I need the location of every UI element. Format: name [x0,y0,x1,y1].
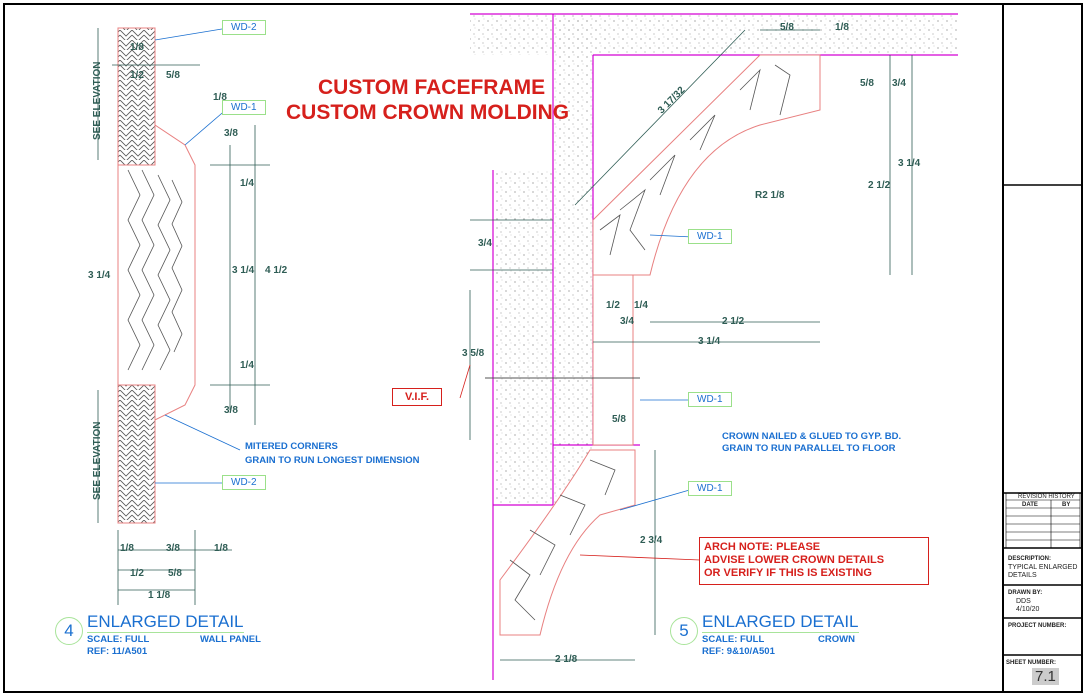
dim: 1/8 [213,92,227,103]
dim: 3 1/4 [232,265,255,276]
dim: 1/8 [130,42,144,53]
dim: 3/8 [224,405,238,416]
drawn-date: 4/10/20 [1016,606,1040,613]
tag-wd1: WD-1 [222,100,266,115]
dim: 5/8 [166,70,180,81]
dim: 4 1/2 [265,265,288,276]
tag-wd1-upper: WD-1 [688,229,732,244]
dim: 5/8 [860,78,874,89]
mitered-note-1: MITERED CORNERS [245,441,338,452]
description-value: TYPICAL ENLARGED DETAILS [1008,564,1078,579]
revision-history-label: REVISION HISTORY [1018,494,1075,500]
detail-5-scale: SCALE: FULL [702,634,765,645]
dim: 1/2 [130,568,144,579]
dim: 5/8 [780,22,794,33]
dim: 2 1/2 [868,180,891,191]
dim: 1/2 [130,70,144,81]
dim: 1/8 [214,543,228,554]
title-line-2: CUSTOM CROWN MOLDING [286,101,570,124]
crown-note-1: CROWN NAILED & GLUED TO GYP. BD. [722,431,902,442]
dim: R2 1/8 [755,190,785,201]
detail-5-ref: REF: 9&10/A501 [702,646,775,657]
arch-note-box: ARCH NOTE: PLEASE ADVISE LOWER CROWN DET… [699,537,929,585]
arch-note-2: ADVISE LOWER CROWN DETAILS [704,554,885,566]
mitered-note-2: GRAIN TO RUN LONGEST DIMENSION [245,455,420,466]
detail-4-scale: SCALE: FULL [87,634,150,645]
dim: 5/8 [168,568,182,579]
revision-date-header: DATE [1022,502,1038,508]
drawn-by-value: DDS [1016,598,1031,605]
vif-box: V.I.F. [392,388,443,406]
dim: 3 1/4 [898,158,921,169]
dim: 1/4 [240,178,254,189]
tag-wd2-bottom: WD-2 [222,475,266,490]
dim: 3/4 [620,316,634,327]
description-label: DESCRIPTION: [1008,556,1052,562]
arch-note-3: OR VERIFY IF THIS IS EXISTING [704,567,872,579]
project-number-label: PROJECT NUMBER: [1008,623,1067,629]
drawn-by-label: DRAWN BY: [1008,590,1043,596]
dim: 3/4 [478,238,492,249]
detail-4-bubble: 4 [55,617,83,645]
see-elevation-bottom: SEE ELEVATION [92,421,103,500]
detail-5-name: CROWN [818,634,855,645]
dim: 3/4 [892,78,906,89]
revision-by-header: BY [1062,502,1071,508]
dim: 3 1/4 [698,336,721,347]
dim: 1/4 [634,300,648,311]
dim: 3/8 [224,128,238,139]
crown-note-2: GRAIN TO RUN PARALLEL TO FLOOR [722,443,896,454]
sheet-number: 7.1 [1032,668,1059,685]
dim: 2 1/8 [555,654,578,665]
dim: 1/2 [606,300,620,311]
tag-wd1-lower: WD-1 [688,481,732,496]
dim: 1 1/8 [148,590,171,601]
tag-wd1-middle: WD-1 [688,392,732,407]
title-line-1: CUSTOM FACEFRAME [318,76,546,99]
dim: 2 1/2 [722,316,745,327]
see-elevation-top: SEE ELEVATION [92,61,103,140]
detail-4-name: WALL PANEL [200,634,261,645]
sheet-border [3,3,1083,693]
dim: 1/8 [835,22,849,33]
dim: 2 3/4 [640,535,663,546]
dim: 3 5/8 [462,348,485,359]
detail-4-ref: REF: 11/A501 [87,646,148,657]
arch-note-1: ARCH NOTE: PLEASE [704,541,821,553]
detail-5-heading: ENLARGED DETAIL [702,612,859,633]
dim: 3/8 [166,543,180,554]
detail-5-bubble: 5 [670,617,698,645]
dim: 1/4 [240,360,254,371]
detail-4-heading: ENLARGED DETAIL [87,612,244,633]
wall-panel-section [97,27,270,605]
tag-wd2-top: WD-2 [222,20,266,35]
dim: 3 1/4 [88,270,111,281]
dim: 5/8 [612,414,626,425]
sheet-number-label: SHEET NUMBER: [1006,660,1057,666]
dim: 1/8 [120,543,134,554]
crown-section [459,13,958,680]
